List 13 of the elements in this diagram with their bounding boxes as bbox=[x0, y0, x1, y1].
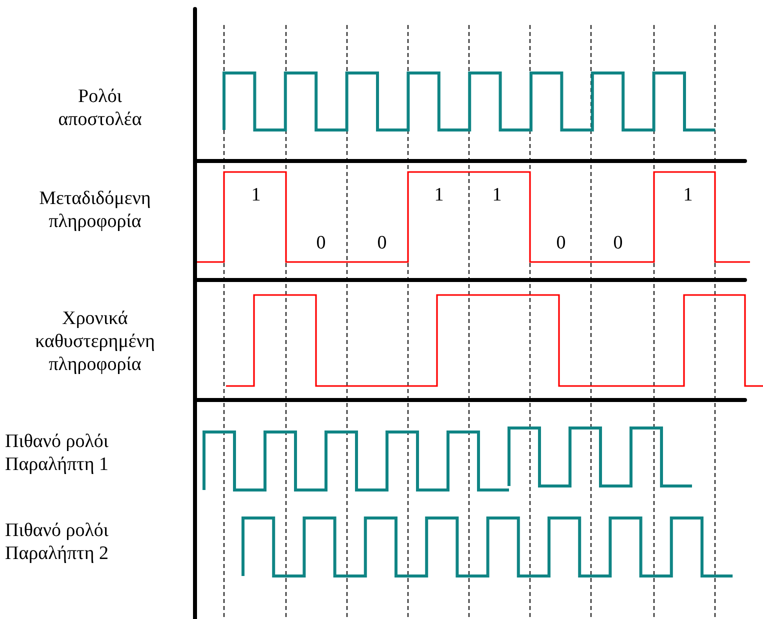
row-label: Μεταδιδόμενη πληροφορία bbox=[38, 187, 152, 233]
bit-value: 0 bbox=[377, 232, 387, 254]
bit-value: 1 bbox=[492, 184, 502, 206]
bit-value: 0 bbox=[556, 232, 566, 254]
row-label: Χρονικά καθυστερημένη πληροφορία bbox=[34, 307, 156, 376]
bit-value: 0 bbox=[613, 232, 623, 254]
bit-value: 1 bbox=[434, 184, 444, 206]
row-label: Ρολόι αποστολέα bbox=[57, 85, 143, 131]
bit-value: 0 bbox=[316, 232, 326, 254]
bit-value: 1 bbox=[251, 184, 261, 206]
bit-value: 1 bbox=[683, 184, 693, 206]
row-label: Πιθανό ρολόι Παραλήπτη 2 bbox=[5, 519, 110, 565]
row-label: Πιθανό ρολόι Παραλήπτη 1 bbox=[5, 430, 110, 476]
